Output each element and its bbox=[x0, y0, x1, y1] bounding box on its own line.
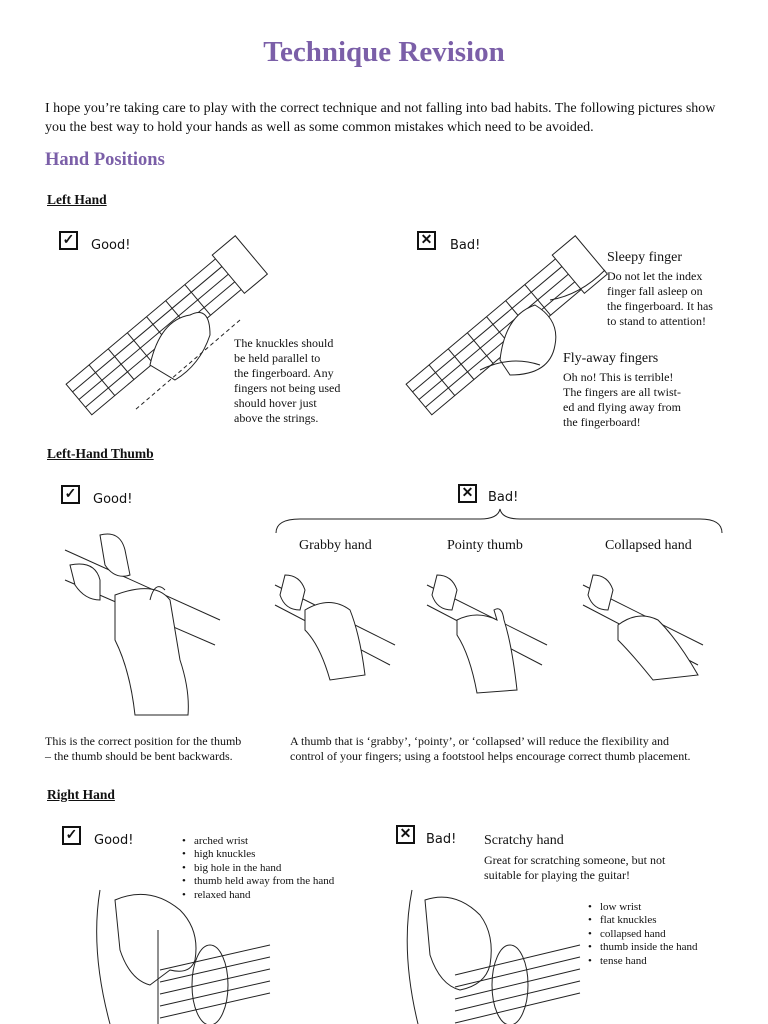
thumb-good-caption: This is the correct position for the thu… bbox=[45, 734, 242, 764]
right-hand-bad-illustration bbox=[406, 889, 581, 1024]
page-title: Technique Revision bbox=[263, 36, 505, 68]
checkmark-box-icon: ✓ bbox=[61, 485, 80, 504]
list-item: thumb held away from the hand bbox=[182, 875, 334, 888]
sleepy-finger-title: Sleepy finger bbox=[607, 250, 683, 265]
flyaway-fingers-title: Fly-away fingers bbox=[563, 351, 659, 366]
collapsed-hand-illustration bbox=[582, 574, 704, 681]
subheading-right-hand: Right Hand bbox=[47, 787, 115, 802]
list-item: collapsed hand bbox=[588, 928, 697, 941]
scratchy-hand-title: Scratchy hand bbox=[484, 833, 564, 848]
flyaway-fingers-text: Oh no! This is terrible!The fingers are … bbox=[563, 370, 681, 429]
list-item: arched wrist bbox=[182, 835, 334, 848]
cross-box-icon: ✕ bbox=[396, 825, 415, 844]
bad-label: Bad! bbox=[426, 832, 457, 847]
pointy-thumb-label: Pointy thumb bbox=[447, 538, 523, 553]
brace-icon bbox=[275, 508, 723, 534]
intro-paragraph: I hope you’re taking care to play with t… bbox=[45, 101, 716, 135]
left-hand-good-illustration bbox=[65, 235, 269, 416]
thumb-good-illustration bbox=[64, 533, 221, 716]
subheading-left-hand-thumb: Left-Hand Thumb bbox=[47, 446, 154, 461]
good-label: Good! bbox=[93, 492, 133, 507]
section-heading-hand-positions: Hand Positions bbox=[45, 150, 165, 170]
checkmark-box-icon: ✓ bbox=[59, 231, 78, 250]
right-hand-good-illustration bbox=[96, 889, 271, 1024]
list-item: flat knuckles bbox=[588, 914, 697, 927]
checkmark-box-icon: ✓ bbox=[62, 826, 81, 845]
list-item: thumb inside the hand bbox=[588, 941, 697, 954]
bad-label: Bad! bbox=[488, 490, 519, 505]
good-label: Good! bbox=[94, 833, 134, 848]
cross-box-icon: ✕ bbox=[417, 231, 436, 250]
list-item: big hole in the hand bbox=[182, 862, 334, 875]
collapsed-hand-label: Collapsed hand bbox=[605, 538, 692, 553]
right-hand-bad-points: low wrist flat knuckles collapsed hand t… bbox=[588, 901, 697, 968]
good-label: Good! bbox=[91, 238, 131, 253]
thumb-bad-caption: A thumb that is ‘grabby’, ‘pointy’, or ‘… bbox=[290, 734, 691, 764]
cross-box-icon: ✕ bbox=[458, 484, 477, 503]
grabby-hand-illustration bbox=[274, 574, 396, 681]
left-hand-bad-illustration bbox=[405, 235, 609, 416]
grabby-hand-label: Grabby hand bbox=[299, 538, 372, 553]
list-item: high knuckles bbox=[182, 848, 334, 861]
bad-label: Bad! bbox=[450, 238, 481, 253]
subheading-left-hand: Left Hand bbox=[47, 192, 107, 207]
right-hand-good-points: arched wrist high knuckles big hole in t… bbox=[182, 835, 334, 902]
list-item: low wrist bbox=[588, 901, 697, 914]
list-item: relaxed hand bbox=[182, 889, 334, 902]
pointy-thumb-illustration bbox=[426, 574, 548, 694]
list-item: tense hand bbox=[588, 955, 697, 968]
